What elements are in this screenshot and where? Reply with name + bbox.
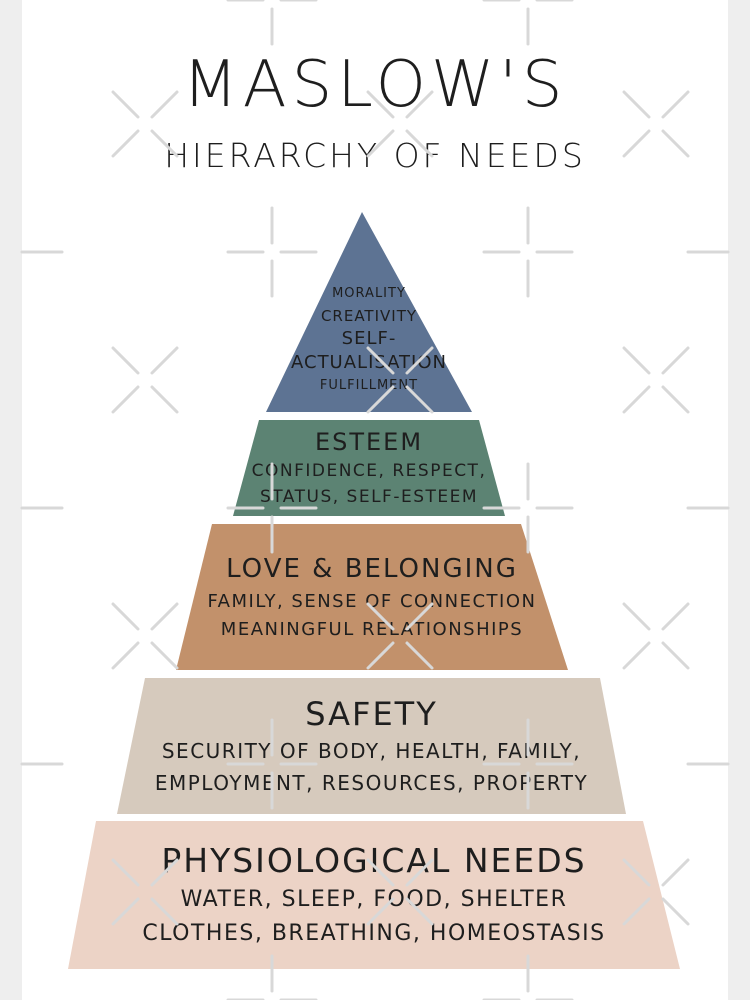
tier-esteem-text: ESTEEM CONFIDENCE, RESPECT, STATUS, SELF…	[233, 420, 505, 516]
tier-safety-line-1: SECURITY OF BODY, HEALTH, FAMILY,	[161, 739, 582, 763]
tier-physiological-name: PHYSIOLOGICAL NEEDS	[161, 841, 587, 880]
tier-physiological-text: PHYSIOLOGICAL NEEDS WATER, SLEEP, FOOD, …	[68, 821, 680, 969]
tier-esteem: ESTEEM CONFIDENCE, RESPECT, STATUS, SELF…	[233, 420, 505, 516]
tier-self-actualisation-line-1: MORALITY	[332, 286, 406, 301]
tier-self-actualisation-name-2: ACTUALISATION	[291, 352, 447, 373]
tier-love-belonging-name: LOVE & BELONGING	[226, 554, 518, 584]
tier-safety-text: SAFETY SECURITY OF BODY, HEALTH, FAMILY,…	[117, 678, 626, 814]
tier-self-actualisation: MORALITY CREATIVITY SELF- ACTUALISATION …	[266, 212, 472, 412]
tier-esteem-line-2: STATUS, SELF-ESTEEM	[259, 487, 479, 507]
tier-esteem-line-1: CONFIDENCE, RESPECT,	[251, 461, 487, 481]
tier-physiological-shape	[68, 821, 680, 969]
tier-safety-name: SAFETY	[305, 695, 438, 733]
tier-safety-line-2: EMPLOYMENT, RESOURCES, PROPERTY	[154, 771, 589, 795]
tier-love-belonging-shape	[176, 524, 568, 670]
tier-love-belonging: LOVE & BELONGING FAMILY, SENSE OF CONNEC…	[176, 524, 568, 670]
tier-safety-shape	[117, 678, 626, 814]
tier-esteem-name: ESTEEM	[314, 428, 424, 456]
tier-love-belonging-text: LOVE & BELONGING FAMILY, SENSE OF CONNEC…	[176, 524, 568, 670]
tier-safety: SAFETY SECURITY OF BODY, HEALTH, FAMILY,…	[117, 678, 626, 814]
tier-love-belonging-line-2: MEANINGFUL RELATIONSHIPS	[220, 619, 524, 640]
tier-physiological: PHYSIOLOGICAL NEEDS WATER, SLEEP, FOOD, …	[68, 821, 680, 969]
tier-self-actualisation-line-2: CREATIVITY	[320, 307, 418, 325]
tier-self-actualisation-line-3: FULFILLMENT	[319, 378, 419, 393]
tier-love-belonging-line-1: FAMILY, SENSE OF CONNECTION	[207, 591, 537, 612]
tier-self-actualisation-text: MORALITY CREATIVITY SELF- ACTUALISATION …	[266, 212, 472, 412]
tier-esteem-shape	[233, 420, 505, 516]
tier-self-actualisation-name-1: SELF-	[341, 328, 397, 349]
tier-physiological-line-2: CLOTHES, BREATHING, HOMEOSTASIS	[142, 921, 606, 946]
tier-physiological-line-1: WATER, SLEEP, FOOD, SHELTER	[180, 887, 568, 912]
